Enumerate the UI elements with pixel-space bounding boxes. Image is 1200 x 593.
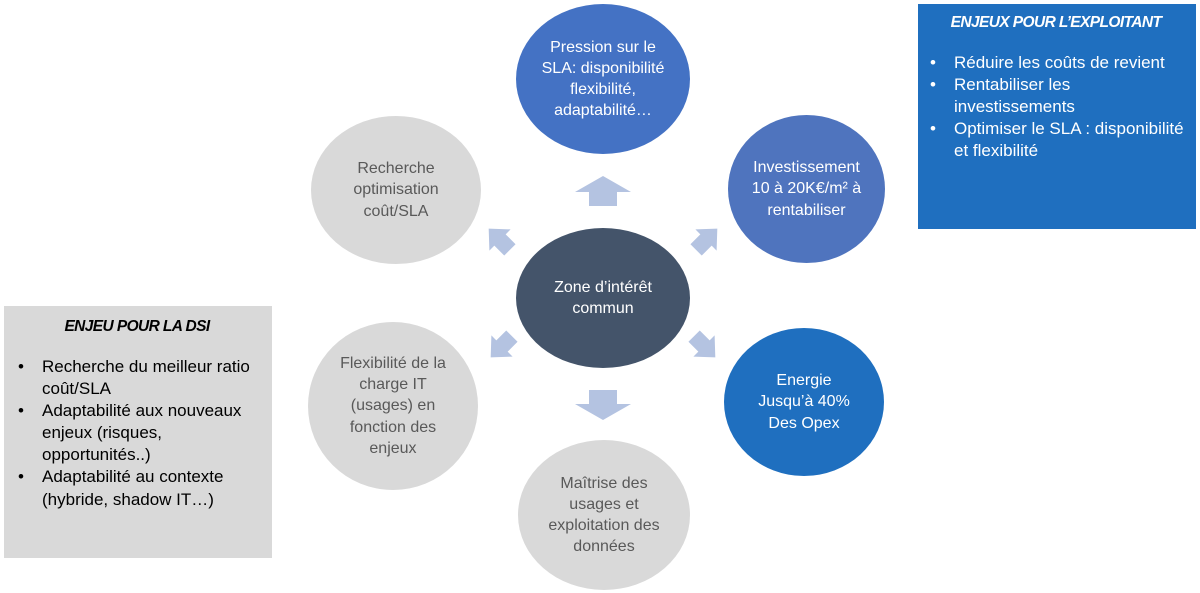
- bullet-icon: •: [930, 75, 936, 95]
- bullet-icon: •: [18, 357, 24, 376]
- list-item: •Rentabiliser les investissements: [930, 75, 1075, 117]
- panel-dsi: ENJEU POUR LA DSI •Recherche du meilleur…: [4, 306, 272, 558]
- list-item: •Réduire les coûts de revient: [924, 52, 1188, 74]
- bullet-icon: •: [930, 119, 936, 139]
- node-cost-optimisation: Recherche optimisation coût/SLA: [311, 116, 481, 264]
- arrow-upper-left-icon: [488, 228, 516, 256]
- node-it-flexibility-label: Flexibilité de la charge IT (usages) en …: [340, 355, 446, 457]
- node-energy: Energie Jusqu’à 40% Des Opex: [724, 328, 884, 476]
- center-node: Zone d’intérêt commun: [516, 228, 690, 368]
- arrow-up-icon: [575, 176, 631, 206]
- list-item: •Adaptabilité au contexte (hybride, shad…: [18, 467, 224, 509]
- bullet-icon: •: [18, 467, 24, 487]
- node-sla-pressure: Pression sur le SLA: disponibilité flexi…: [516, 4, 690, 154]
- node-data-usage-label: Maîtrise des usages et exploitation des …: [548, 474, 660, 556]
- node-investment: Investissement 10 à 20K€/m² à rentabilis…: [728, 115, 885, 263]
- panel-exploitant-title: ENJEUX POUR L’EXPLOITANT: [950, 14, 1162, 31]
- bullet-icon: •: [930, 53, 936, 72]
- node-it-flexibility: Flexibilité de la charge IT (usages) en …: [308, 322, 478, 490]
- arrow-lower-left-icon: [490, 330, 518, 358]
- panel-dsi-title: ENJEU POUR LA DSI: [64, 318, 210, 335]
- panel-exploitant: ENJEUX POUR L’EXPLOITANT •Réduire les co…: [918, 4, 1196, 229]
- list-item: •Optimiser le SLA : disponibilité et fle…: [930, 119, 1184, 161]
- node-energy-label: Energie Jusqu’à 40% Des Opex: [758, 372, 850, 432]
- list-item: •Recherche du meilleur ratio coût/SLA: [18, 357, 250, 399]
- list-item: •Adaptabilité aux nouveaux enjeux (risqu…: [18, 401, 242, 465]
- node-sla-pressure-label: Pression sur le SLA: disponibilité flexi…: [541, 38, 665, 120]
- center-node-label: Zone d’intérêt commun: [554, 278, 652, 317]
- panel-dsi-list: •Recherche du meilleur ratio coût/SLA •A…: [12, 356, 262, 511]
- arrow-upper-right-icon: [690, 228, 718, 256]
- bullet-icon: •: [18, 401, 24, 421]
- panel-exploitant-list: •Réduire les coûts de revient •Rentabili…: [924, 52, 1188, 162]
- arrow-down-icon: [575, 390, 631, 420]
- node-cost-optimisation-label: Recherche optimisation coût/SLA: [353, 160, 439, 220]
- arrow-lower-right-icon: [688, 330, 716, 358]
- node-data-usage: Maîtrise des usages et exploitation des …: [518, 440, 690, 590]
- node-investment-label: Investissement 10 à 20K€/m² à rentabilis…: [751, 159, 862, 219]
